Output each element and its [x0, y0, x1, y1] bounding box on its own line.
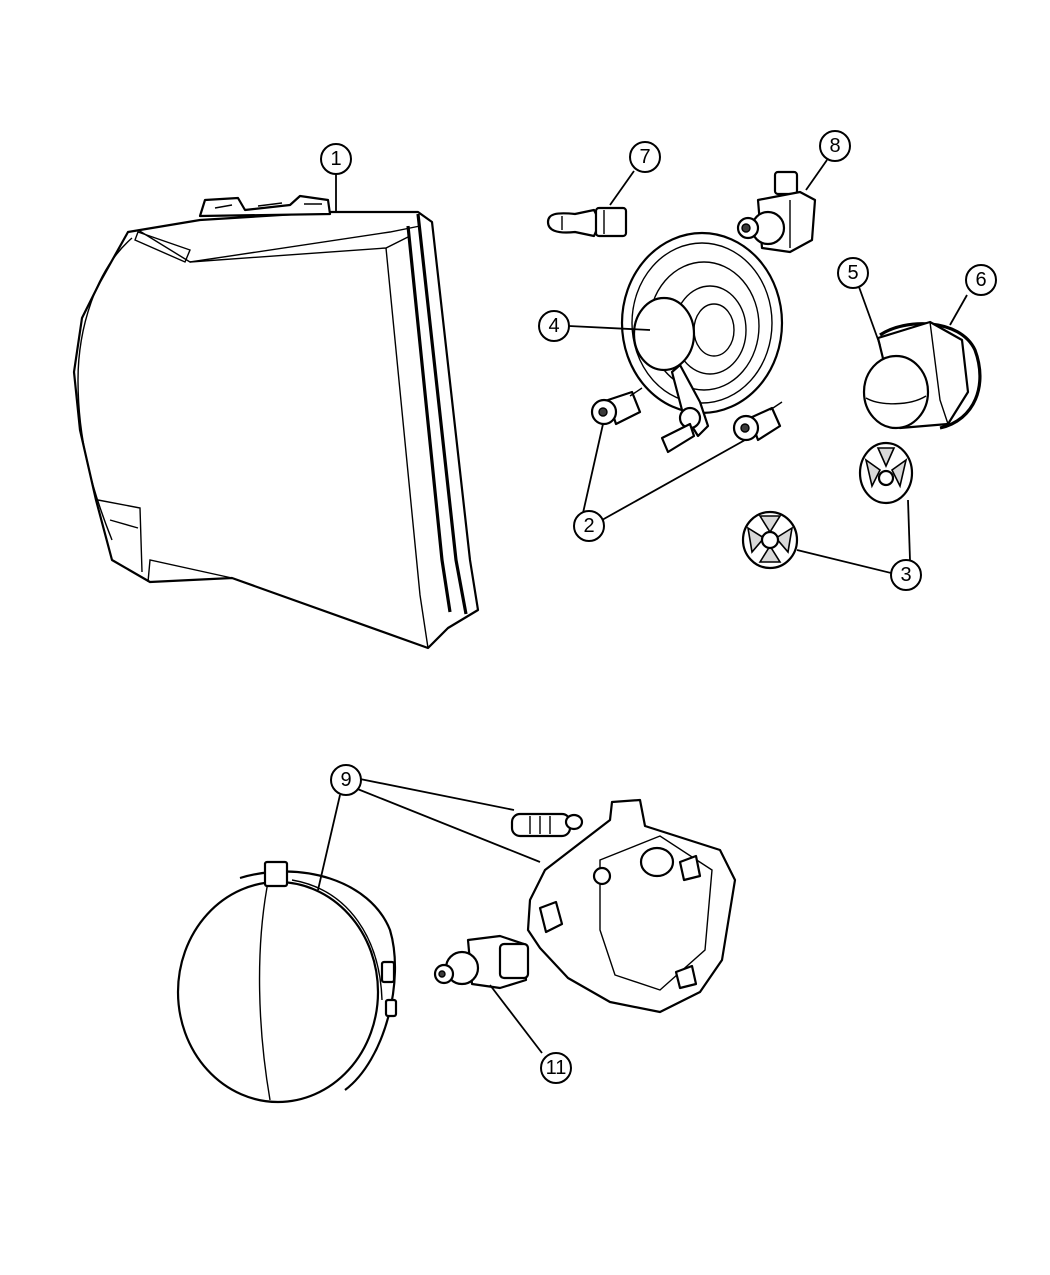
callout-1-label: 1 [330, 148, 341, 170]
headlamp-assembly [72, 194, 480, 650]
clip-nut-lower [741, 510, 799, 570]
adjuster-screw-left [590, 387, 643, 426]
callout-6-label: 6 [975, 269, 986, 291]
callout-3: 3 [890, 559, 922, 591]
reflector-bulb-assembly [620, 231, 784, 454]
callout-5: 5 [837, 257, 869, 289]
callout-11-label: 11 [546, 1057, 567, 1079]
fog-lamp-small-bulb [510, 812, 584, 838]
callout-6: 6 [965, 264, 997, 296]
headlamp-bulb-connector [736, 170, 817, 254]
callout-4: 4 [538, 310, 570, 342]
callout-9-label: 9 [340, 769, 351, 791]
callout-7: 7 [629, 141, 661, 173]
fog-lamp-bulb-connector [433, 934, 530, 990]
fog-lamp-housing [526, 798, 737, 1014]
clip-nut-upper [858, 441, 914, 505]
fog-lamp-lens [176, 860, 398, 1104]
callout-9: 9 [330, 764, 362, 796]
callout-8: 8 [819, 130, 851, 162]
adjuster-screw-right [732, 401, 783, 442]
leader-lines [317, 159, 968, 1054]
callout-7-label: 7 [639, 146, 650, 168]
callout-1: 1 [320, 143, 352, 175]
callout-5-label: 5 [847, 262, 858, 284]
callout-8-label: 8 [829, 135, 840, 157]
bulb-socket-assembly [862, 320, 982, 430]
callout-11: 11 [540, 1052, 572, 1084]
wedge-bulb [546, 206, 628, 238]
callout-4-label: 4 [548, 315, 559, 337]
callout-3-label: 3 [900, 564, 911, 586]
callout-2-label: 2 [583, 515, 594, 537]
callout-2: 2 [573, 510, 605, 542]
